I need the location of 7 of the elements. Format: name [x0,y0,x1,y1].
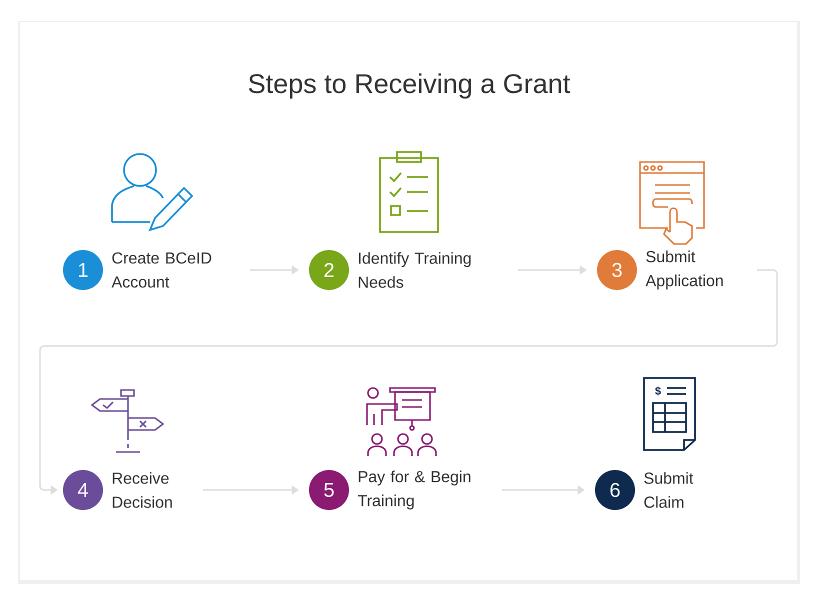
title: Steps to Receiving a Grant [248,73,570,99]
step-label: Receive Decision [112,472,172,508]
step-label: Submit Application [646,250,723,290]
step-label: Identify Training Needs [358,252,471,288]
step-label: Pay for & Begin Training [358,470,470,510]
step-label: Create BCeID Account [112,252,212,288]
step-label: Submit Claim [644,472,694,508]
